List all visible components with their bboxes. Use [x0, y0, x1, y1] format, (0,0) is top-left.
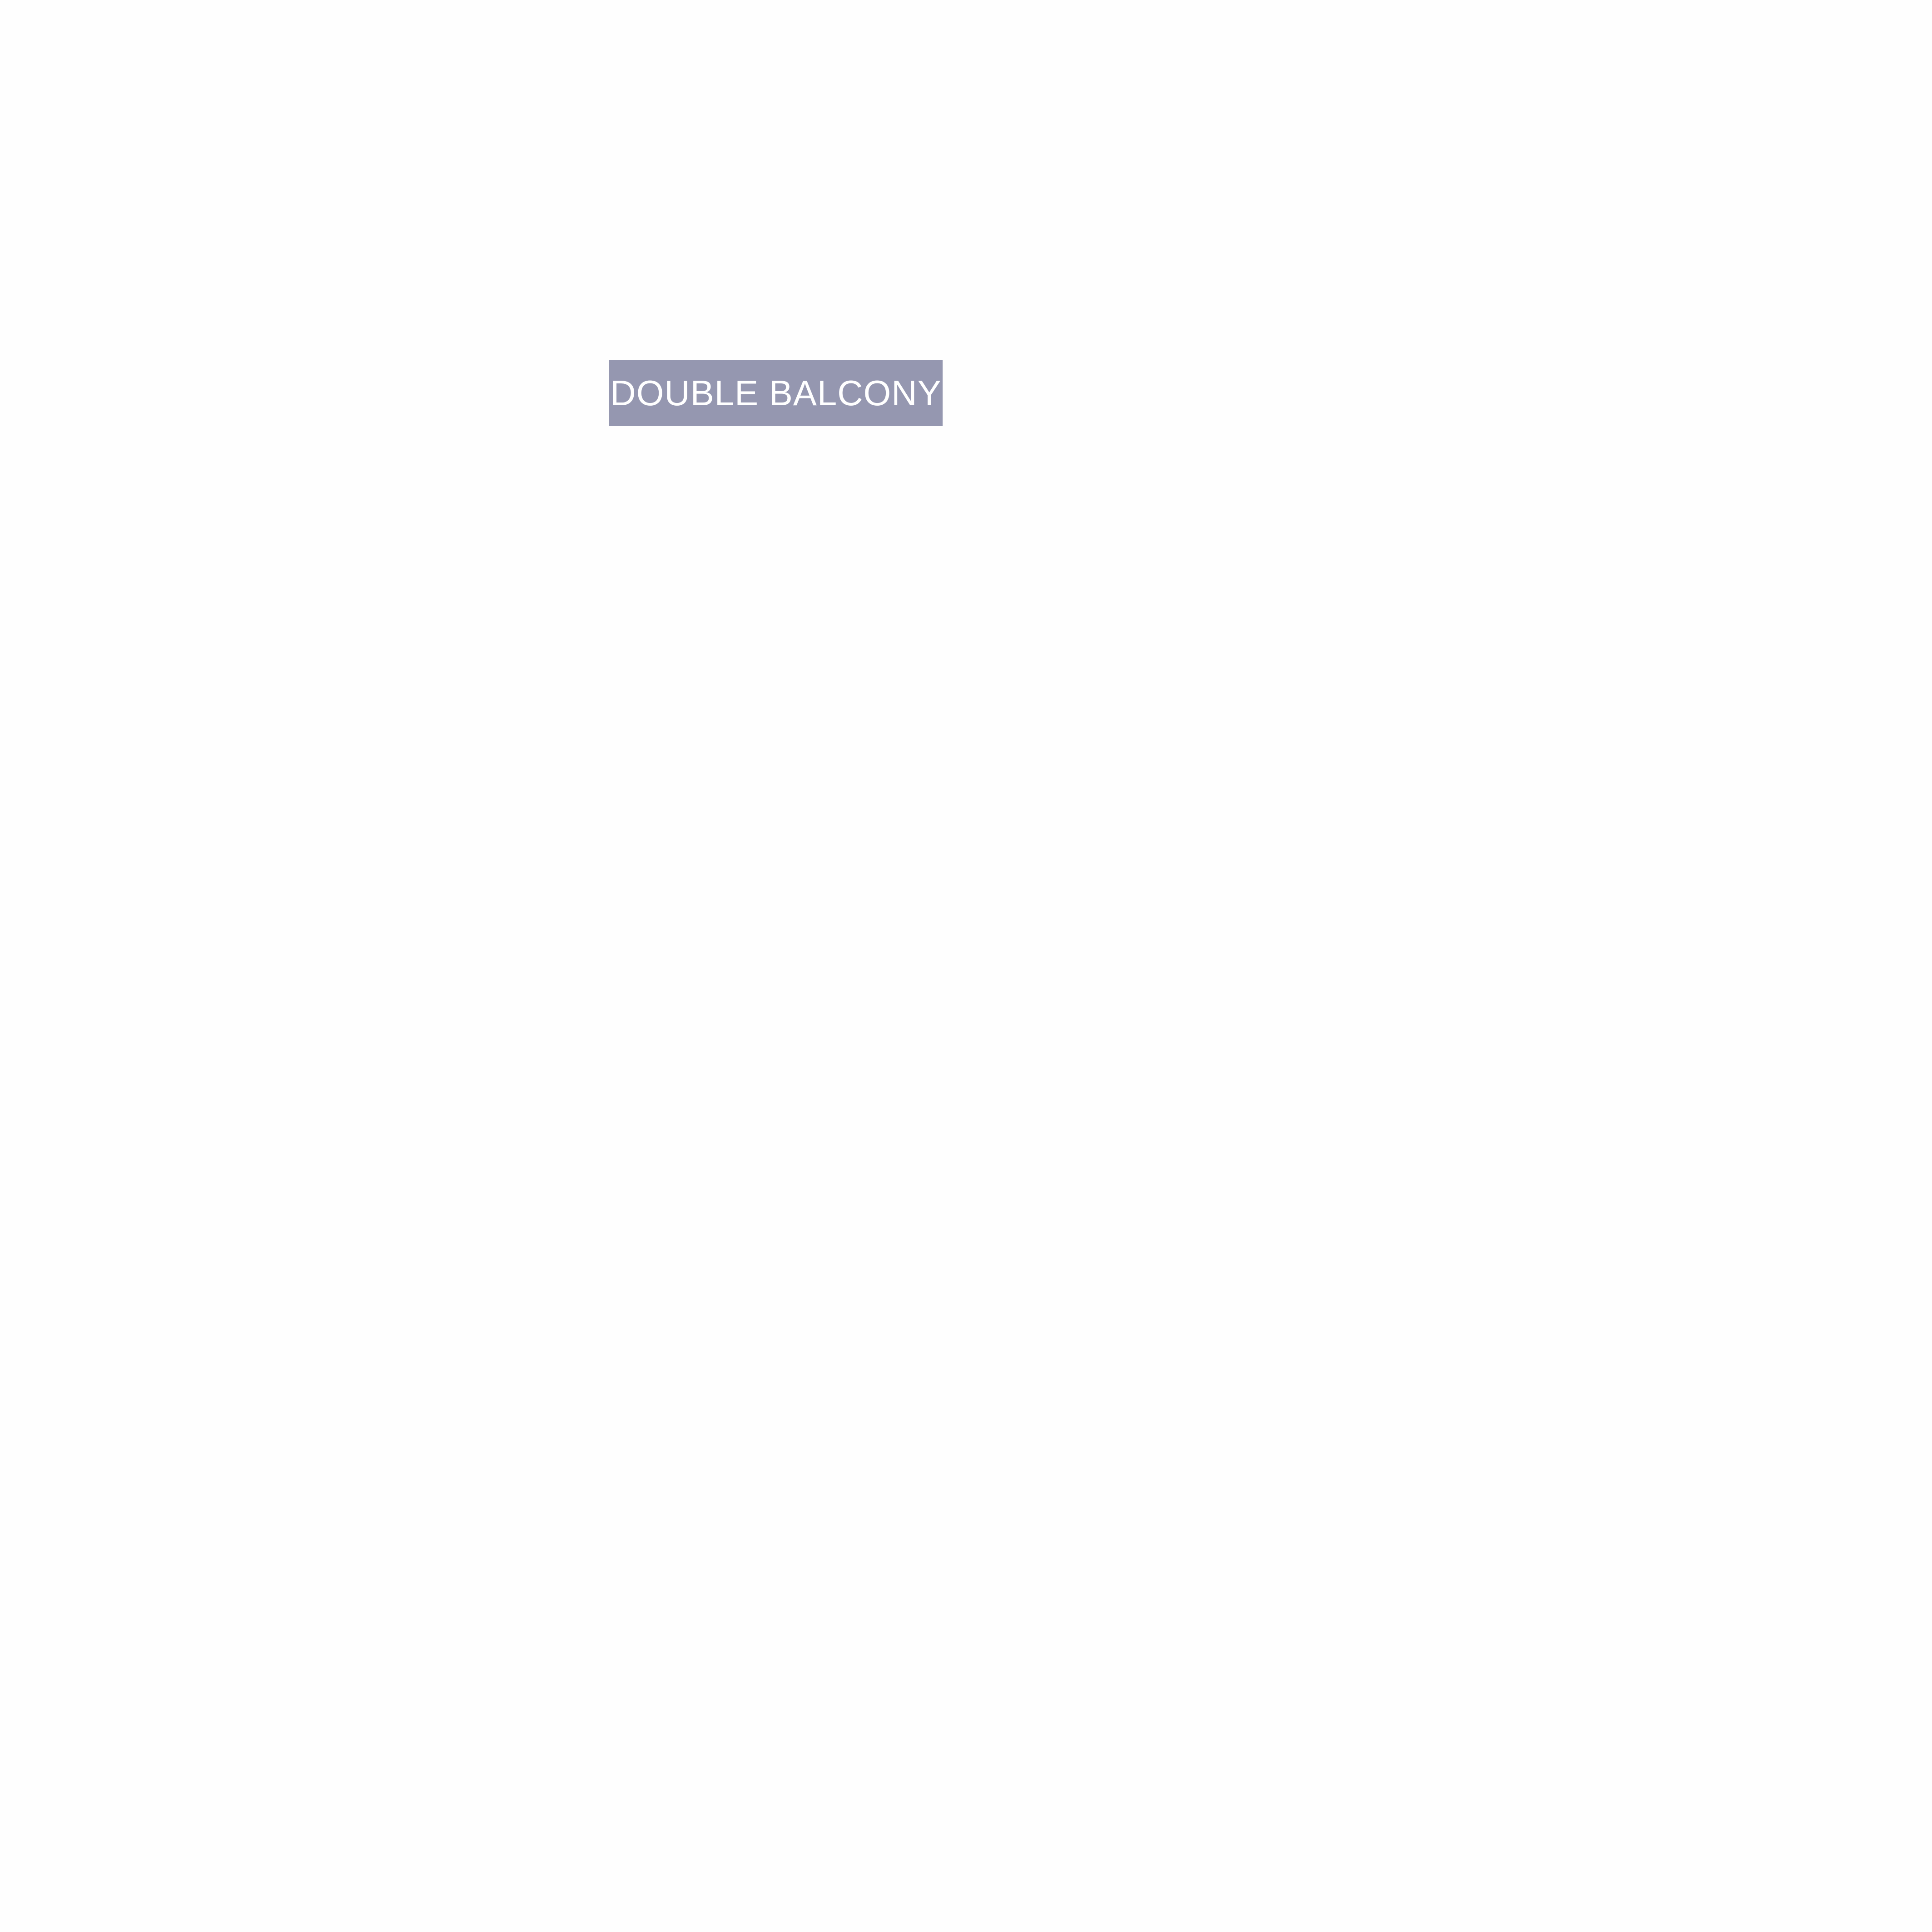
double-balcony-label: DOUBLE BALCONY — [609, 360, 943, 426]
